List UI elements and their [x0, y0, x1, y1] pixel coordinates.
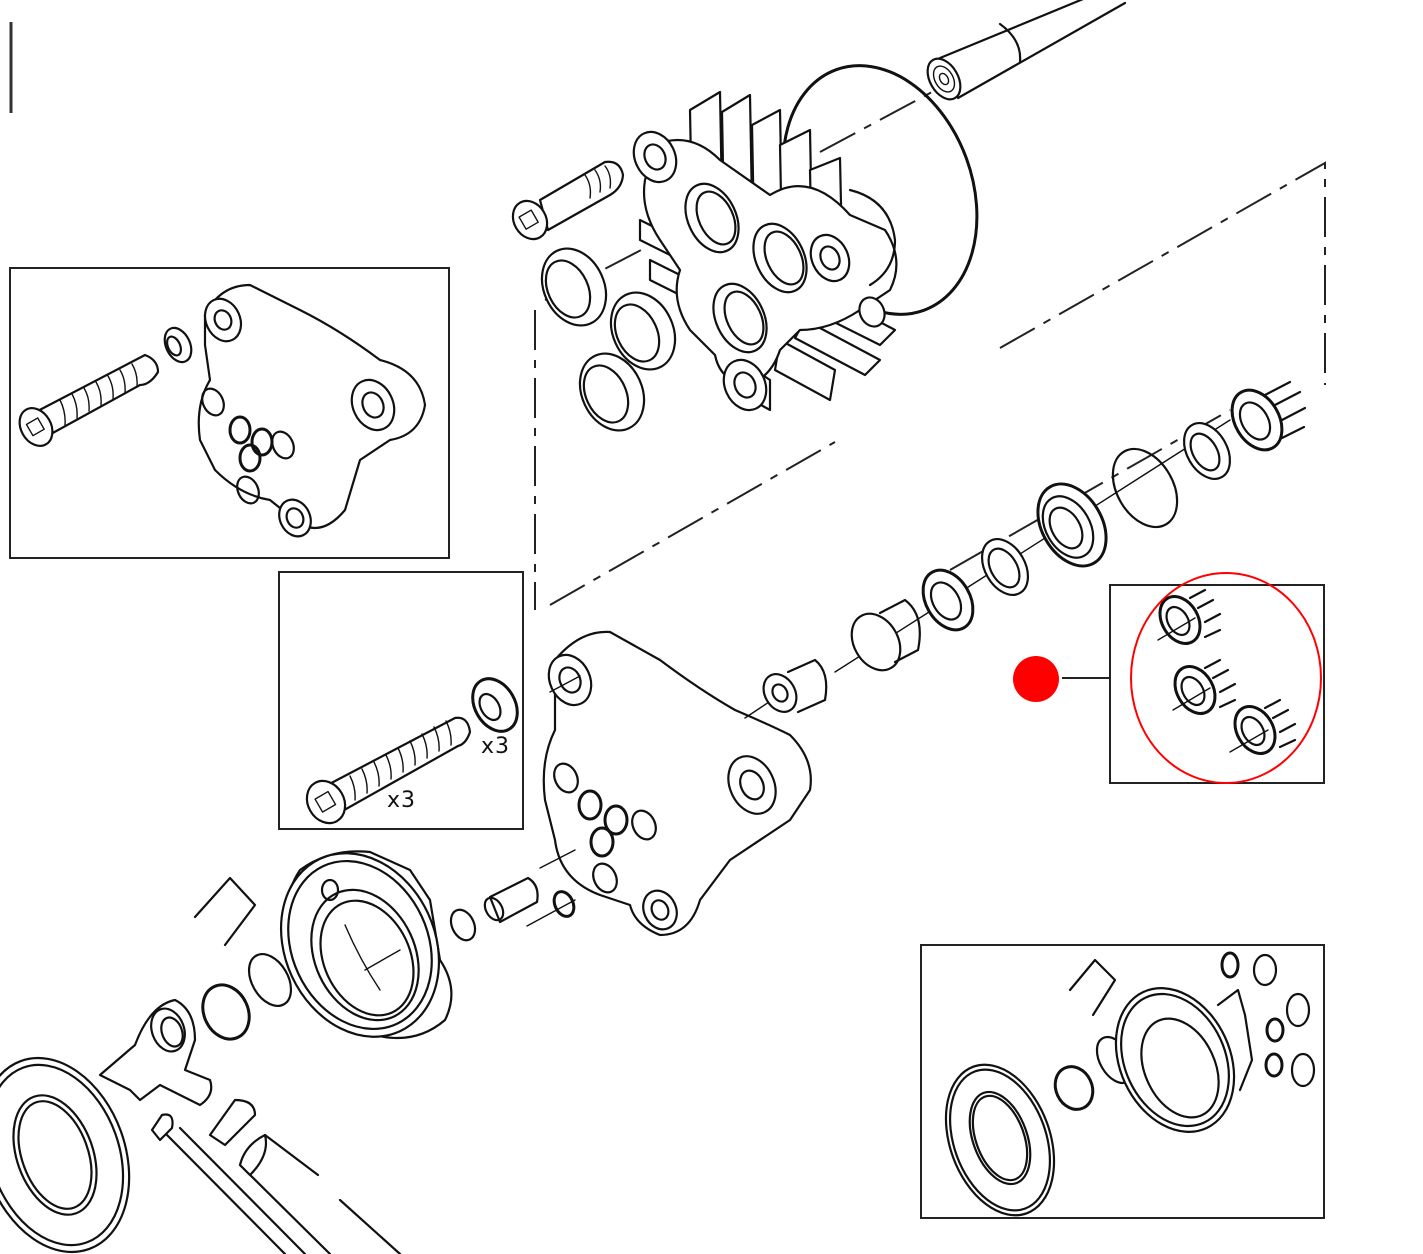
large-gasket: [0, 1056, 131, 1254]
inlet-filter: [483, 876, 539, 924]
drive-shaft: [926, 0, 1127, 101]
small-o-ring-a: [449, 908, 477, 942]
wire-clip: [193, 876, 257, 947]
cap-screw-top: [511, 160, 625, 241]
inset-valve-head-kit-hotspot[interactable]: [10, 268, 449, 558]
small-o-ring-b: [552, 890, 576, 918]
inlet-o-ring: [201, 983, 251, 1041]
inset-manifold-oring-kit-parts: [944, 951, 1316, 1217]
valve-head: [542, 630, 812, 937]
seal-stack: [762, 380, 1307, 714]
inlet-manifold: [247, 850, 453, 1040]
washer-quantity-label: x3: [481, 734, 511, 759]
large-clamp: [208, 1098, 257, 1147]
inset-bolt-washer-kit: [278, 571, 524, 830]
inset-valve-head-kit: [9, 267, 450, 559]
crankcase-housing: [632, 90, 898, 412]
inset-seal-kit-parts: [1157, 588, 1297, 755]
callout-marker[interactable]: [1013, 656, 1059, 702]
small-clamp: [150, 1113, 174, 1142]
inset-valve-head-kit-parts: [18, 283, 427, 538]
inlet-fitting: [98, 998, 213, 1107]
inset-manifold-oring-kit: [920, 944, 1325, 1219]
highlight-ring: [1130, 572, 1322, 784]
inlet-hoses: [165, 1126, 402, 1254]
screw-quantity-label: x3: [387, 788, 417, 813]
inset-manifold-oring-kit-hotspot[interactable]: [921, 945, 1324, 1218]
inset-bolt-washer-kit-hotspot[interactable]: [279, 572, 523, 829]
inset-bolt-washer-kit-parts: [305, 677, 519, 825]
oil-seals: [540, 247, 677, 432]
inset-seal-kit-hotspot[interactable]: [1110, 585, 1324, 783]
